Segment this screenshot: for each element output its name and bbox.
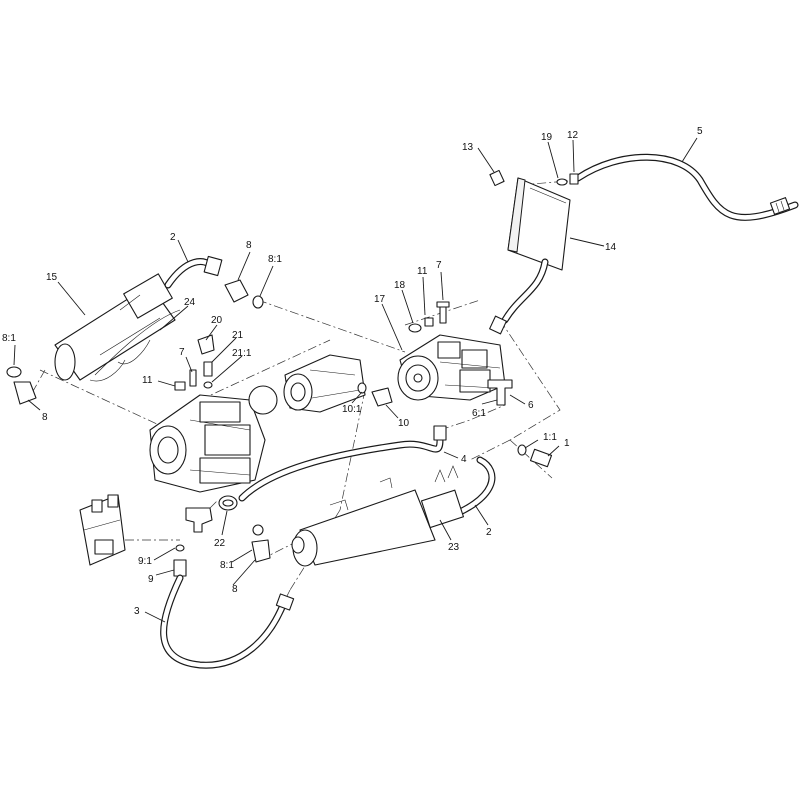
elbow-8-left — [6, 366, 37, 405]
callout-15: 15 — [46, 272, 58, 283]
gear-pump — [248, 354, 366, 415]
callout-11-right: 11 — [417, 266, 428, 277]
callout-8-left: 8 — [42, 412, 48, 423]
callout-19: 19 — [541, 132, 553, 143]
callout-12: 12 — [567, 130, 579, 141]
callout-9: 9 — [148, 574, 154, 585]
callout-8-top: 8 — [246, 240, 252, 251]
tee-fitting-pump — [185, 507, 213, 533]
callout-8-bottom: 8 — [232, 584, 238, 595]
bolt-7-right — [436, 301, 450, 324]
elbow-8-bottom — [251, 524, 271, 563]
callout-21: 21 — [232, 330, 244, 341]
callout-21-1: 21:1 — [232, 348, 252, 359]
fitting-21 — [203, 361, 213, 389]
callout-3: 3 — [134, 606, 140, 617]
fitting-19 — [556, 178, 568, 186]
cooler-14 — [489, 177, 571, 335]
hose-5 — [574, 153, 799, 221]
callout-1-1: 1:1 — [543, 432, 557, 443]
control-valve — [79, 494, 126, 566]
fitting-12 — [569, 173, 579, 185]
callout-labels: 1 1:1 2 2 3 4 5 6 6:1 7 7 8 8:1 8:1 8 8:… — [2, 126, 703, 617]
filter-23 — [291, 465, 464, 567]
clamp-24 — [89, 309, 181, 382]
fitting-13 — [489, 169, 505, 187]
callout-7-left: 7 — [179, 347, 185, 358]
callout-24: 24 — [184, 297, 196, 308]
callout-10: 10 — [398, 418, 410, 429]
callout-17: 17 — [374, 294, 386, 305]
callout-13: 13 — [462, 142, 474, 153]
leader-lines — [13, 137, 698, 623]
callout-23: 23 — [448, 542, 460, 553]
hose-2-top — [164, 255, 223, 289]
tee-fitting-6 — [487, 379, 513, 406]
callout-20: 20 — [211, 315, 223, 326]
main-pump — [149, 394, 266, 493]
motor-17 — [397, 334, 506, 401]
fitting-1 — [517, 444, 553, 468]
callout-8-1-left: 8:1 — [2, 333, 16, 344]
callout-8-1-top: 8:1 — [268, 254, 282, 265]
callout-2-right: 2 — [486, 527, 492, 538]
hose-4 — [238, 425, 447, 502]
callout-14: 14 — [605, 242, 617, 253]
callout-6-1: 6:1 — [472, 408, 486, 419]
elbow-10 — [357, 382, 393, 407]
callout-18: 18 — [394, 280, 406, 291]
fitting-9 — [173, 544, 187, 577]
bolt-7-left — [189, 369, 197, 387]
callout-2-top: 2 — [170, 232, 176, 243]
filter-15 — [54, 273, 176, 381]
callout-7-right: 7 — [436, 260, 442, 271]
callout-10-1: 10:1 — [342, 404, 362, 415]
hose-3 — [160, 574, 295, 669]
fitting-20 — [197, 334, 215, 355]
elbow-8-top — [224, 279, 264, 309]
callout-8-1-bottom: 8:1 — [220, 560, 234, 571]
washer-18 — [408, 323, 422, 333]
bolt-11-left — [174, 381, 186, 391]
callout-9-1: 9:1 — [138, 556, 152, 567]
callout-1: 1 — [564, 438, 570, 449]
clamp-22 — [218, 495, 238, 511]
callout-22: 22 — [214, 538, 226, 549]
callout-4: 4 — [461, 454, 467, 465]
callout-11-left: 11 — [142, 375, 153, 386]
bolt-11-right — [424, 317, 434, 327]
callout-6: 6 — [528, 400, 534, 411]
callout-5: 5 — [697, 126, 703, 137]
